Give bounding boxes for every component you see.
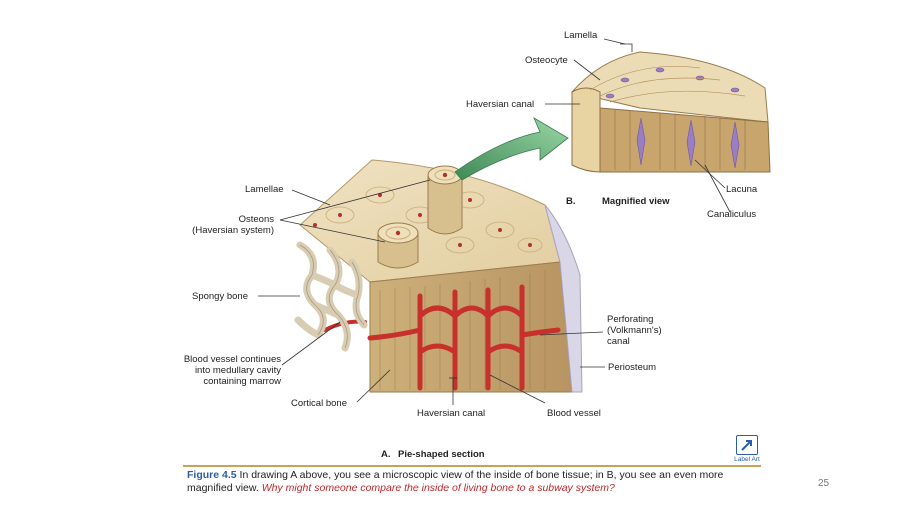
pie-section <box>294 159 583 393</box>
label-art-text: Label Art <box>734 456 760 463</box>
caption-question: Why might someone compare the inside of … <box>261 482 615 494</box>
label-bvc-line3: containing marrow <box>203 376 281 387</box>
label-periosteum: Periosteum <box>608 362 657 373</box>
wedge-top <box>571 51 769 123</box>
label-lamellae: Lamellae <box>245 184 284 195</box>
figure-caption: Figure 4.5 In drawing A above, you see a… <box>187 469 762 495</box>
panel-a-letter: A. <box>381 449 391 460</box>
label-perf-line3: canal <box>607 336 630 347</box>
label-blood-vessel: Blood vessel <box>547 408 601 419</box>
label-cortical-bone: Cortical bone <box>291 398 347 409</box>
label-osteons-line2: (Haversian system) <box>192 225 274 236</box>
label-spongy-bone: Spongy bone <box>192 291 248 302</box>
expand-arrow-icon <box>736 435 758 455</box>
label-perf-line1: Perforating <box>607 314 654 325</box>
label-haversian-canal-bottom: Haversian canal <box>417 408 486 419</box>
pie-front-face <box>369 261 573 393</box>
label-haversian-canal-top: Haversian canal <box>466 99 535 110</box>
label-lacuna: Lacuna <box>726 184 758 195</box>
osteon-cylinder <box>377 222 419 269</box>
page-number: 25 <box>818 478 830 489</box>
panel-b-letter: B. <box>566 196 576 207</box>
label-lamella: Lamella <box>564 30 598 41</box>
label-bvc-line2: into medullary cavity <box>194 365 281 376</box>
label-osteocyte: Osteocyte <box>525 55 568 66</box>
caption-text: In drawing A above, you see a microscopi… <box>187 469 724 494</box>
haversian-canal-cut <box>571 87 601 173</box>
figure-reference: Figure 4.5 <box>187 469 237 481</box>
label-blood-vessel-continues: Blood vessel continues into medullary ca… <box>180 354 281 387</box>
spongy-bone <box>294 241 368 352</box>
panel-b-title: Magnified view <box>602 196 670 207</box>
periosteum-layer <box>544 204 583 393</box>
label-art-button[interactable]: Label Art <box>733 435 761 463</box>
leader-lines <box>258 38 731 405</box>
label-osteons-line1: Osteons <box>238 214 274 225</box>
blood-vessels <box>323 284 561 391</box>
magnified-wedge <box>571 51 771 173</box>
panel-a-title: Pie-shaped section <box>398 449 485 460</box>
label-perf-line2: (Volkmann's) <box>607 325 662 336</box>
label-canaliculus: Canaliculus <box>707 209 757 220</box>
label-osteons: Osteons (Haversian system) <box>190 214 274 236</box>
osteon-cylinder <box>427 165 463 235</box>
label-bvc-line1: Blood vessel continues <box>183 354 281 365</box>
label-perforating-canal: Perforating (Volkmann's) canal <box>607 314 662 347</box>
magnify-arrow <box>454 117 569 181</box>
caption-divider <box>183 465 761 467</box>
